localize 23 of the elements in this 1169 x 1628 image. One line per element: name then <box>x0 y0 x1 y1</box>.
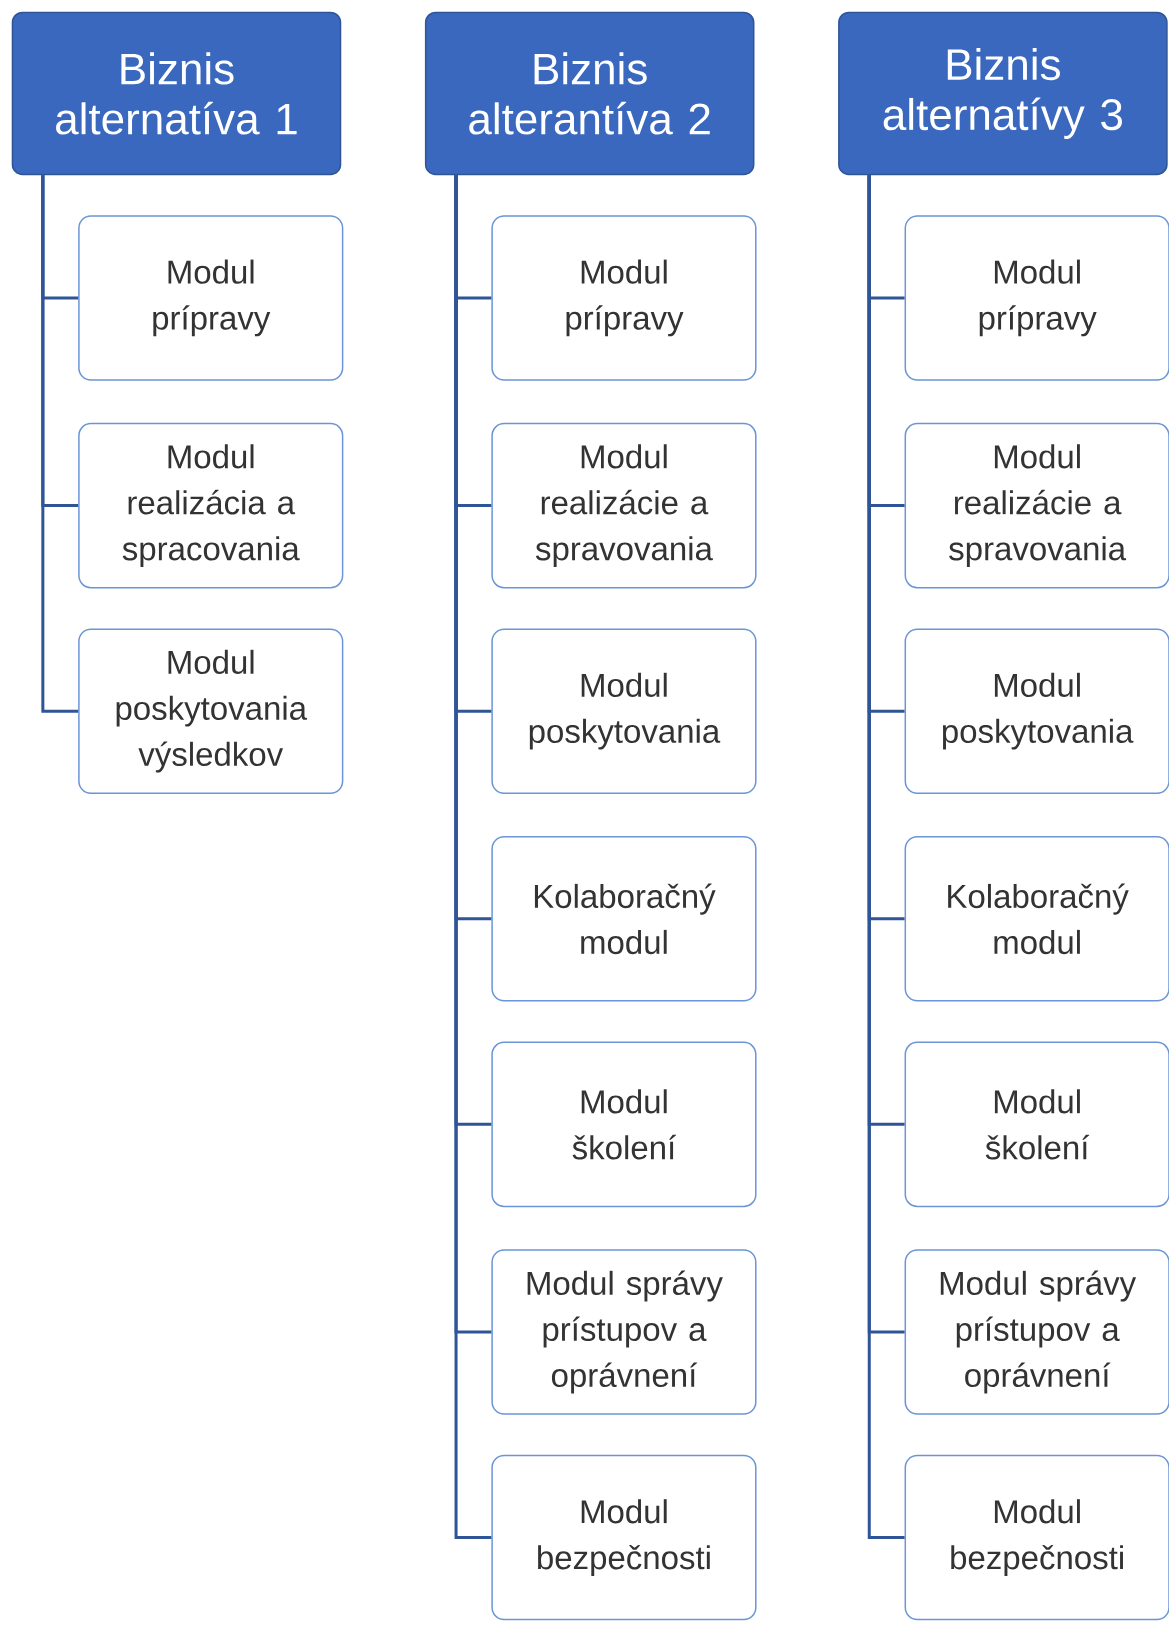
module-box: Modul realizácia a spracovania <box>78 422 344 589</box>
module-box: Modul bezpečnosti <box>491 1454 757 1621</box>
module-box: Modul realizácie a spravovania <box>904 422 1169 589</box>
module-box: Modul správy prístupov a oprávnení <box>904 1249 1169 1415</box>
header-box: Biznis alternatíva 1 <box>11 11 342 176</box>
module-box: Modul prípravy <box>491 215 757 381</box>
connector-line <box>454 175 492 1540</box>
module-box: Kolaboračný modul <box>491 836 757 1002</box>
module-box: Modul správy prístupov a oprávnení <box>491 1249 757 1415</box>
module-box: Modul poskytovania výsledkov <box>78 628 344 794</box>
module-box: Modul prípravy <box>904 215 1169 381</box>
module-box: Modul školení <box>904 1041 1169 1208</box>
module-box: Modul poskytovania <box>904 628 1169 794</box>
connector-line <box>867 175 905 1540</box>
module-box: Kolaboračný modul <box>904 836 1169 1002</box>
module-box: Modul poskytovania <box>491 628 757 794</box>
module-box: Modul školení <box>491 1041 757 1208</box>
header-box: Biznis alternatívy 3 <box>838 11 1168 176</box>
module-box: Modul realizácie a spravovania <box>491 422 757 589</box>
module-box: Modul bezpečnosti <box>904 1454 1169 1621</box>
module-box: Modul prípravy <box>78 215 344 381</box>
connector-line <box>41 175 79 713</box>
header-box: Biznis alterantíva 2 <box>424 11 755 176</box>
